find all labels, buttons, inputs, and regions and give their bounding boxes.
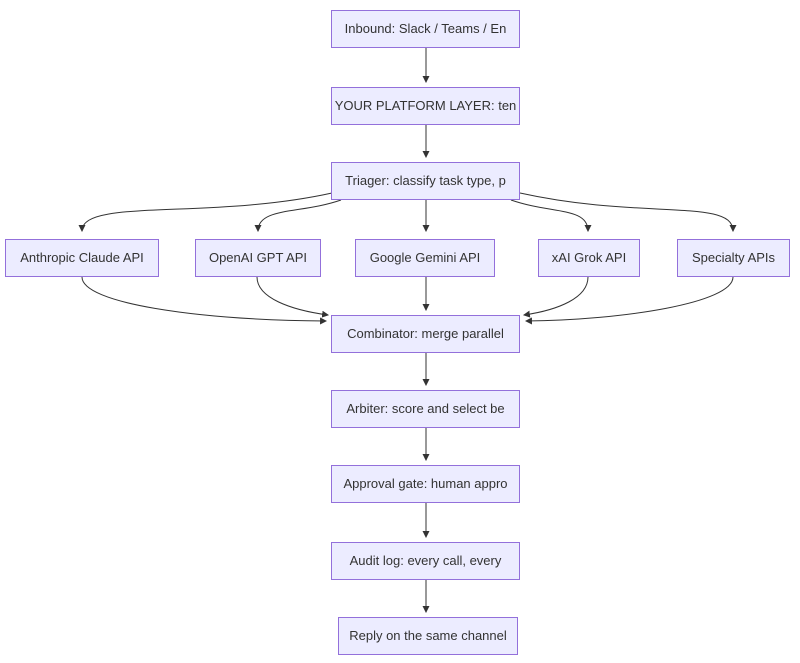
node-specialty-apis: Specialty APIs (677, 239, 790, 277)
edge-triager-anthropic (78, 192, 333, 233)
node-approval-gate: Approval gate: human appro (331, 465, 520, 503)
node-arbiter: Arbiter: score and select be (331, 390, 520, 428)
edge-anthropic-combinator (81, 276, 328, 325)
node-anthropic-claude-api: Anthropic Claude API (5, 239, 159, 277)
node-google-gemini-api: Google Gemini API (355, 239, 495, 277)
edge-triager-specialty (519, 192, 737, 233)
edge-grok-combinator (522, 276, 589, 318)
node-audit-log: Audit log: every call, every (331, 542, 520, 580)
node-platform-layer: YOUR PLATFORM LAYER: ten (331, 87, 520, 125)
node-triager: Triager: classify task type, p (331, 162, 520, 200)
node-inbound-channels: Inbound: Slack / Teams / En (331, 10, 520, 48)
edge-triager-grok (510, 199, 592, 233)
edge-openai-combinator (256, 276, 330, 318)
node-xai-grok-api: xAI Grok API (538, 239, 640, 277)
node-reply-channel: Reply on the same channel (338, 617, 518, 655)
edge-specialty-combinator (524, 276, 734, 325)
node-openai-gpt-api: OpenAI GPT API (195, 239, 321, 277)
edge-triager-openai (254, 199, 342, 233)
node-combinator: Combinator: merge parallel (331, 315, 520, 353)
